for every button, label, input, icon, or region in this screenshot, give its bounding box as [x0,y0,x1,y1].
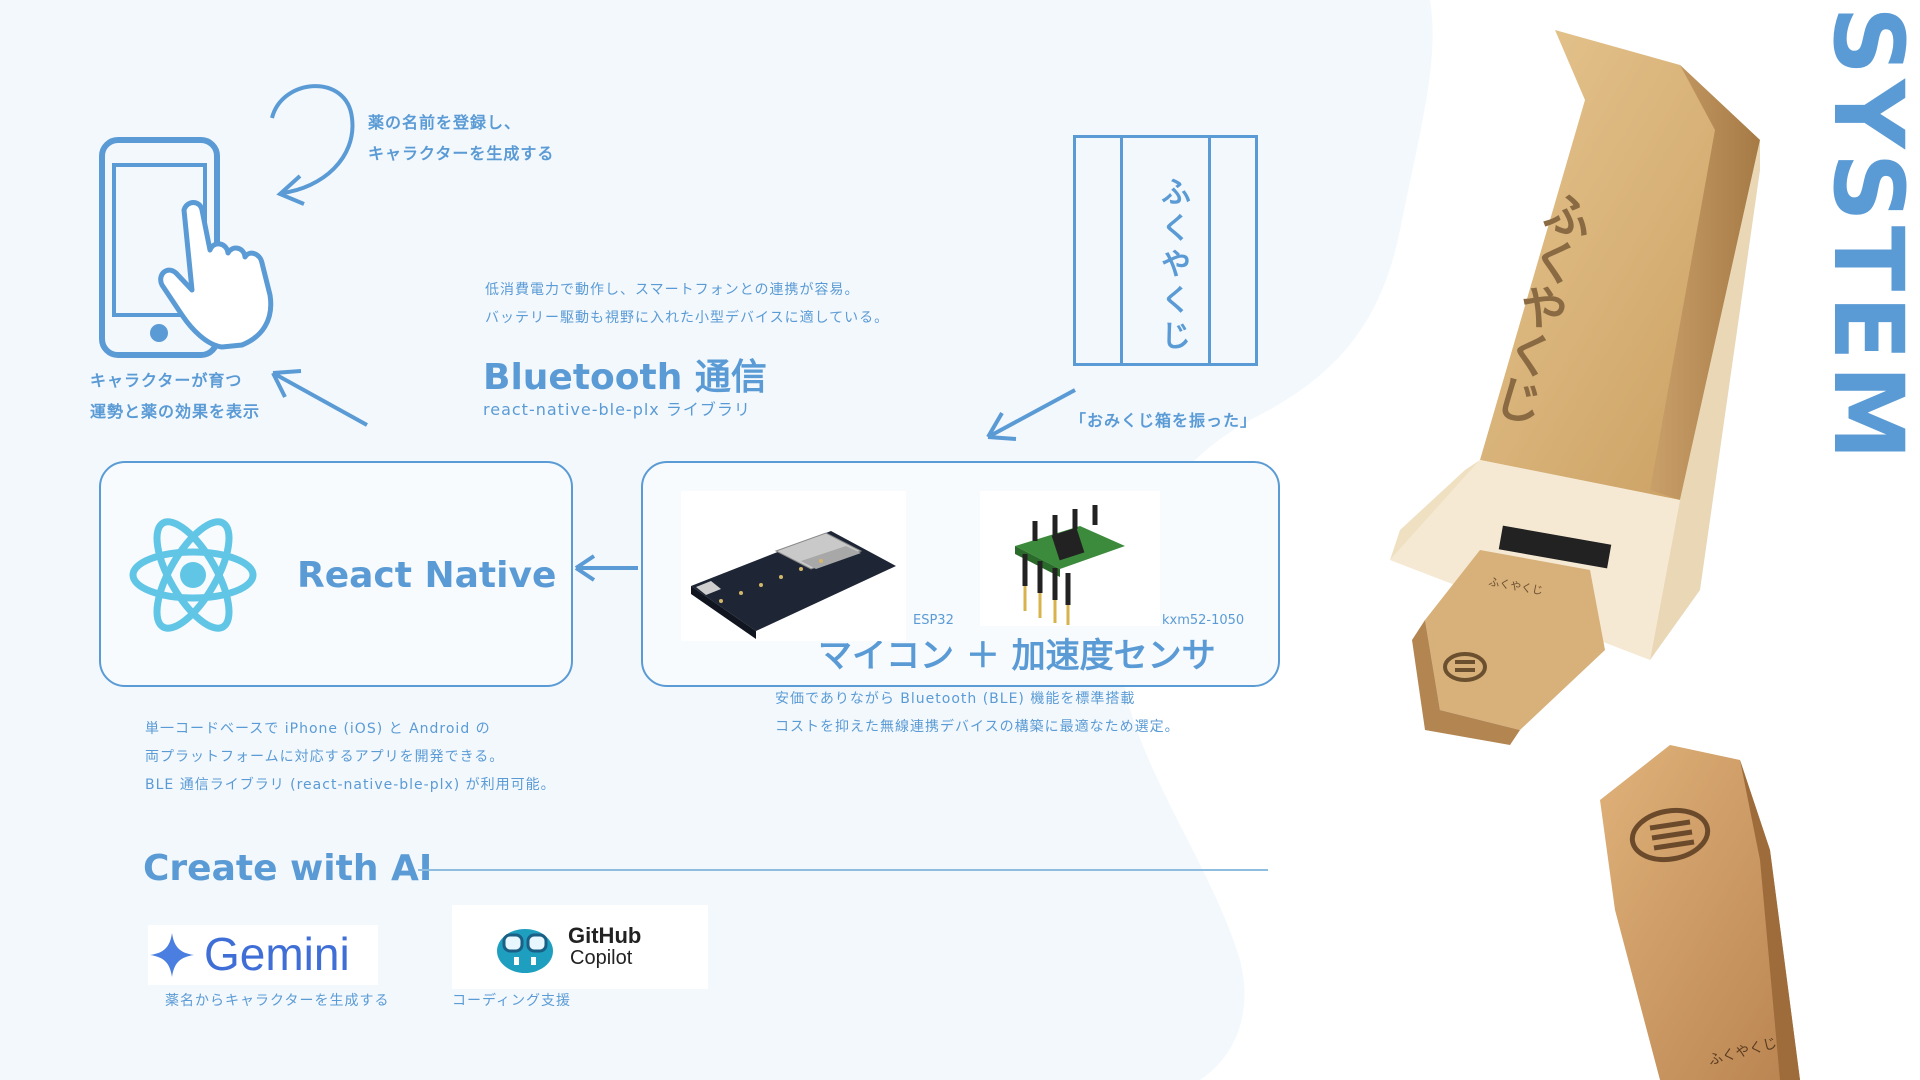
hardware-desc-line2: コストを抑えた無線連携デバイスの構築に最適なため選定。 [775,719,1180,735]
omikuji-box-illustration: ふくやくじ [1073,135,1258,366]
sensor-label: kxm52-1050 [1162,613,1245,628]
bluetooth-description: 低消費電力で動作し、スマートフォンとの連携が容易。 バッテリー駆動も視野に入れた… [485,276,889,332]
react-native-desc-line1: 単一コードベースで iPhone (iOS) と Android の [145,721,491,737]
gemini-caption: 薬名からキャラクターを生成する [165,993,390,1009]
shake-caption: 「おみくじ箱を振った」 [1070,411,1258,430]
display-caption: キャラクターが育つ 運勢と薬の効果を表示 [90,365,260,427]
gemini-logo-text: Gemini [204,928,350,980]
wooden-omikuji-box-image: ふくやくじ ふくやくじ [1390,30,1760,745]
react-native-title: React Native [297,555,557,596]
wooden-stick-image: ふくやくじ [1600,745,1800,1080]
bluetooth-desc-line2: バッテリー駆動も視野に入れた小型デバイスに適している。 [485,310,890,326]
react-native-desc-line2: 両プラットフォームに対応するアプリを開発できる。 [145,749,505,765]
hardware-description: 安価でありながら Bluetooth (BLE) 機能を標準搭載 コストを抑えた… [775,685,1180,741]
ble-arrow [574,554,638,582]
system-title: SYSTEM [1812,6,1920,465]
hardware-desc-line1: 安価でありながら Bluetooth (BLE) 機能を標準搭載 [775,691,1136,707]
section-divider [418,869,1268,871]
omikuji-box-label: ふくやくじ [1155,176,1190,356]
esp32-board-image [681,491,906,641]
react-native-desc-line3: BLE 通信ライブラリ (react-native-ble-plx) が利用可能… [145,777,556,793]
register-arrow [270,84,355,206]
bluetooth-title: Bluetooth 通信 [483,357,767,398]
hardware-box: ESP32 kxm52-1050 マイコン ＋ 加速度センサ [641,461,1280,687]
hardware-title: マイコン ＋ 加速度センサ [818,636,1216,676]
github-copilot-logo: GitHub Copilot [452,905,708,989]
react-native-description: 単一コードベースで iPhone (iOS) と Android の 両プラット… [145,715,556,799]
accelerometer-sensor-image [980,491,1160,626]
display-caption-line1: キャラクターが育つ [90,371,243,390]
register-caption-line2: キャラクターを生成する [368,144,555,163]
stick-emblem-icon [1629,807,1711,863]
esp32-label: ESP32 [913,613,954,628]
copilot-logo-line2: Copilot [570,947,633,969]
fortune-stick-emblem [1443,652,1487,682]
gemini-sparkle-icon [150,933,194,977]
gemini-logo: Gemini [148,925,378,985]
display-arrow [271,369,368,427]
register-caption: 薬の名前を登録し、 キャラクターを生成する [368,107,554,169]
bluetooth-desc-line1: 低消費電力で動作し、スマートフォンとの連携が容易。 [485,282,860,298]
react-native-box: React Native [99,461,573,687]
copilot-logo-line1: GitHub [568,923,642,948]
copilot-icon [497,929,553,973]
create-with-ai-heading: Create with AI [143,848,433,889]
bluetooth-subtitle: react-native-ble-plx ライブラリ [483,400,751,419]
smartphone-tap-icon [99,137,274,358]
shake-arrow [986,388,1076,441]
copilot-caption: コーディング支援 [452,993,572,1009]
react-logo-icon [129,518,257,632]
display-caption-line2: 運勢と薬の効果を表示 [90,402,261,421]
register-caption-line1: 薬の名前を登録し、 [368,113,522,132]
